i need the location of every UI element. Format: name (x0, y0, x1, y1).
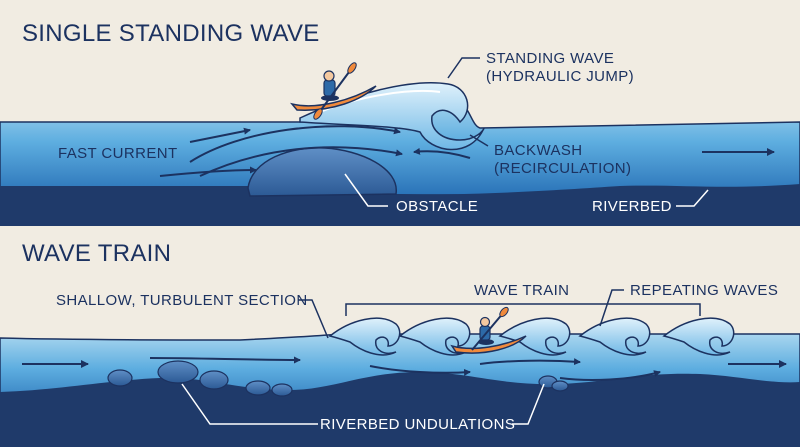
label-standing-wave-line2: (HYDRAULIC JUMP) (486, 68, 635, 85)
leader-backwash (469, 134, 489, 147)
wave-crest (328, 317, 401, 356)
panel-single-standing-wave (0, 57, 800, 226)
riverbed (0, 184, 800, 226)
leader-standing-wave (447, 57, 480, 79)
kayak-icon (289, 62, 377, 120)
leader-undulation (181, 383, 318, 425)
label-standing-wave-line1: STANDING WAVE (486, 50, 615, 67)
label-backwash-line2: (RECIRCULATION) (494, 160, 632, 177)
leader-riverbed (676, 189, 709, 207)
current-arrow (479, 358, 581, 366)
current-arrow (369, 365, 471, 376)
riverbed-stone (157, 360, 199, 384)
label-riverbed-undulations: RIVERBED UNDULATIONS (320, 416, 516, 433)
label-riverbed: RIVERBED (592, 198, 672, 215)
riverbed-stone (199, 370, 229, 390)
wave-crest (498, 317, 571, 356)
standing-wave-crest (299, 82, 485, 151)
label-wave-train: WAVE TRAIN (474, 282, 570, 299)
current-arrow (149, 356, 301, 364)
current-arrow (189, 125, 401, 163)
panel-title-single-standing-wave: SINGLE STANDING WAVE (22, 20, 320, 47)
panel-title-wave-train: WAVE TRAIN (22, 240, 172, 267)
label-backwash: BACKWASH (RECIRCULATION) (494, 142, 631, 178)
panel-divider (0, 226, 800, 230)
kayak-icon (450, 306, 527, 354)
riverbed-stone (245, 380, 271, 396)
current-arrow (189, 127, 251, 143)
wave-train-bracket (345, 303, 701, 316)
label-backwash-line1: BACKWASH (494, 142, 583, 159)
label-obstacle: OBSTACLE (396, 198, 479, 215)
riverbed-stone (551, 380, 569, 392)
leader-shallow (298, 299, 329, 339)
current-arrow (559, 370, 661, 381)
label-repeating-waves: REPEATING WAVES (630, 282, 779, 299)
riverbed-stone (107, 369, 133, 387)
wave-crest (578, 317, 651, 356)
wave-crest (398, 317, 471, 356)
current-arrow (199, 146, 403, 177)
current-arrow (159, 166, 257, 177)
riverbed-stone (271, 383, 293, 397)
leader-obstacle (344, 173, 388, 207)
backwash-arrow (413, 147, 471, 159)
label-shallow-turbulent-section: SHALLOW, TURBULENT SECTION (56, 292, 308, 309)
wave-crest (662, 317, 735, 356)
riverbed (0, 372, 800, 447)
label-fast-current: FAST CURRENT (58, 145, 178, 162)
label-standing-wave: STANDING WAVE (HYDRAULIC JUMP) (486, 50, 634, 86)
leader-repeating (599, 289, 624, 327)
leader-undulation (512, 383, 545, 425)
panel-wave-train (0, 289, 800, 447)
